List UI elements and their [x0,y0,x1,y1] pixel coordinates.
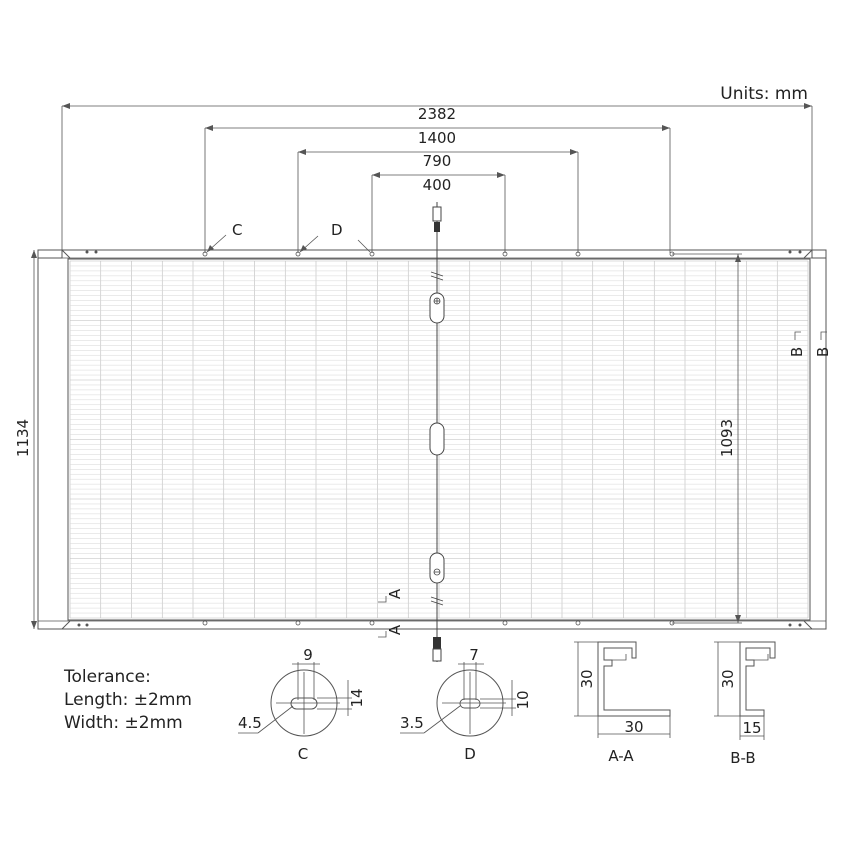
detail-d-dia-dim: 3.5 [400,714,424,732]
section-a-width-dim: 30 [624,718,643,736]
section-a-height-dim: 30 [578,669,596,688]
tolerance-title: Tolerance: [63,667,151,687]
panel-frame [37,249,827,630]
section-label-a2: A [386,624,404,635]
section-label-b2: B [814,347,832,357]
callout-d: D [299,221,371,253]
detail-d-top-dim: 7 [469,646,479,664]
dimension-1093: 1093 [672,253,742,624]
dimension-1134: 1134 [14,250,37,629]
section-b-height-dim: 30 [719,669,737,688]
section-label-a1: A [386,588,404,599]
dimension-text-1093: 1093 [718,419,736,457]
section-a-caption: A-A [608,747,634,765]
tolerance-width: Width: ±2mm [64,713,183,733]
section-label-b1: B [788,347,806,357]
detail-c-caption: C [298,745,308,763]
section-b-caption: B-B [730,749,755,767]
dimension-790: 790 [297,149,579,253]
dimension-total-width: 2382 [61,103,813,250]
tolerance-length: Length: ±2mm [64,690,192,710]
connector-bottom [432,629,442,662]
detail-c-dia-dim: 4.5 [238,714,262,732]
dimension-text-total-width: 2382 [418,105,456,123]
hole-label-c: C [232,221,242,239]
section-b-b: 30 15 B-B [714,641,776,767]
section-mark-a: A A [378,588,404,638]
detail-d-side-dim: 10 [514,690,532,709]
dimension-400: 400 [371,172,506,253]
detail-c: 9 14 4.5 C [238,646,366,763]
detail-c-top-dim: 9 [303,646,313,664]
section-b-width-dim: 15 [742,719,761,737]
dimension-text-1400: 1400 [418,129,456,147]
dimension-text-1134: 1134 [14,419,32,457]
section-a-a: 30 30 A-A [574,641,671,765]
junction-boxes [429,250,445,629]
detail-d: 7 10 3.5 D [400,646,532,763]
dimension-text-790: 790 [423,152,452,170]
units-label: Units: mm [720,84,808,104]
dimension-1400: 1400 [204,125,671,253]
detail-d-caption: D [464,745,476,763]
dimension-text-400: 400 [423,176,452,194]
connector-top [432,202,442,250]
detail-c-side-dim: 14 [348,688,366,707]
hole-label-d: D [331,221,343,239]
tolerance-note: Tolerance: Length: ±2mm Width: ±2mm [63,667,192,733]
section-mark-b: B B [788,331,832,357]
callout-c: C [206,221,242,253]
cell-grid [69,260,809,619]
